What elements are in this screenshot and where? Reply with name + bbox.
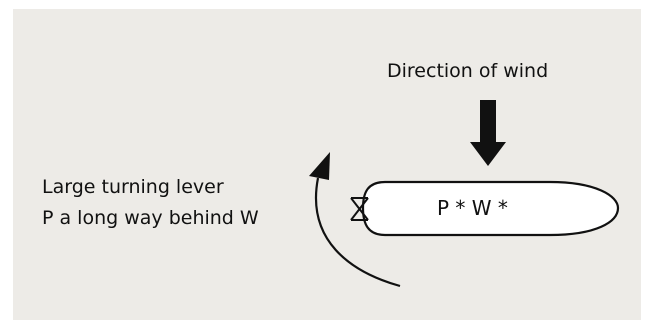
wind-arrow [470,100,506,166]
lever-label-line1: Large turning lever [42,176,224,198]
lever-label-line2: P a long way behind W [42,207,259,229]
turning-arrow [309,152,401,288]
hull-label: P * W * [437,196,508,220]
hull-shape [361,180,620,237]
pivot-icon [350,197,369,221]
wind-direction-label: Direction of wind [387,60,549,82]
